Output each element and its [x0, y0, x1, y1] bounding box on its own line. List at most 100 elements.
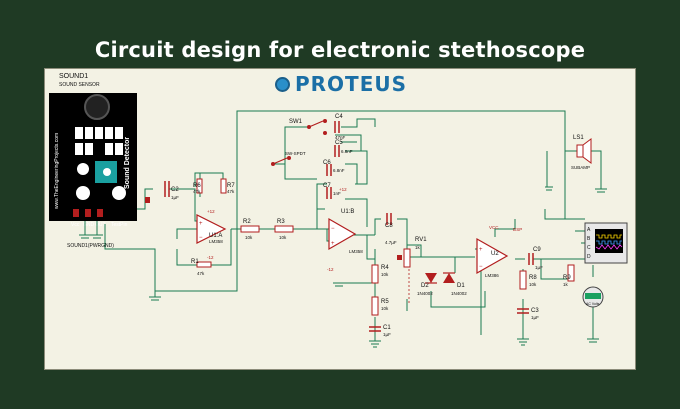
r6-ref: R6 — [193, 183, 201, 189]
oscilloscope[interactable] — [584, 222, 628, 264]
r1-ref: R1 — [191, 259, 199, 265]
u1b-opamp[interactable]: − + — [328, 217, 357, 251]
u1a-opamp[interactable]: + − — [196, 214, 227, 244]
c5-ref: C5 — [335, 140, 343, 146]
r6-val: 47k — [193, 189, 201, 194]
c6-ref: C6 — [323, 160, 331, 166]
c3-ref: C3 — [531, 308, 539, 314]
c4-capacitor[interactable] — [334, 121, 340, 133]
module-brand: www.TheEngineeringProjects.com — [54, 133, 60, 209]
d2-val: 1N4002 — [417, 291, 433, 296]
c8-ref: C8 — [385, 223, 393, 229]
ground-icon-c3 — [517, 338, 529, 346]
ground-icon-misc — [149, 186, 607, 343]
sound-module-subtitle: SOUND SENSOR — [59, 82, 100, 88]
u1a-neg-supply: -12 — [207, 255, 214, 260]
c1-ref: C1 — [383, 325, 391, 331]
module-pin-vcc: Vcc — [71, 222, 80, 228]
c4-val: 47nF — [335, 135, 346, 140]
u1b-ref: U1:B — [341, 209, 354, 215]
r8-resistor[interactable] — [519, 270, 527, 290]
scope-channel-a: A — [587, 227, 591, 233]
ground-icon-c1 — [369, 340, 381, 348]
sw1-ref: SW1 — [289, 119, 303, 125]
u2-ref: U2 — [491, 251, 499, 257]
wires — [104, 110, 602, 341]
schematic-canvas: www.TheEngineeringProjects.com Sound Det… — [49, 93, 628, 348]
c7-capacitor[interactable] — [326, 187, 332, 199]
r7-val: 47k — [227, 189, 235, 194]
c6-capacitor[interactable] — [326, 164, 332, 176]
ls1-speaker[interactable] — [576, 138, 592, 164]
c8-val: 4.7µF — [385, 240, 397, 245]
c2-ref: C2 — [171, 187, 179, 193]
r4-resistor[interactable] — [371, 264, 379, 284]
module-pin-out: OUT — [95, 222, 106, 228]
scope-channel-b: B — [587, 236, 591, 242]
d1-ref: D1 — [457, 283, 465, 289]
c1-capacitor[interactable] — [369, 326, 381, 332]
r9-val: 1k — [563, 282, 569, 287]
r3-resistor[interactable] — [274, 225, 294, 233]
r5-ref: R5 — [381, 299, 389, 305]
r6-resistor[interactable] — [196, 178, 203, 194]
rv1-val: 1k — [415, 245, 421, 250]
c6-val: 6.8nF — [333, 168, 345, 173]
u2-amplifier[interactable]: + − — [476, 237, 509, 275]
svg-text:−: − — [331, 226, 335, 232]
rv1-potentiometer[interactable] — [403, 248, 411, 268]
module-net-label: SOUND1(PWRGND) — [67, 243, 114, 249]
d2-ref: D2 — [421, 283, 429, 289]
vcc-label: VCC — [489, 225, 499, 230]
r3-val: 10k — [279, 235, 287, 240]
u1b-neg-supply: -12 — [327, 267, 334, 272]
svg-text:+: + — [479, 247, 483, 253]
scope-channel-d: D — [587, 254, 591, 260]
sound-module-name: SOUND1 — [59, 73, 89, 80]
module-ground-icon — [79, 221, 103, 239]
c3-capacitor[interactable] — [517, 308, 529, 314]
r4-ref: R4 — [381, 265, 389, 271]
ls1-val: SUBAMP — [571, 165, 590, 170]
r5-resistor[interactable] — [371, 296, 379, 316]
svg-text:−: − — [479, 264, 483, 270]
c7-val: 1nF — [333, 191, 341, 196]
r2-resistor[interactable] — [240, 225, 260, 233]
sw1-val: SW-SPDT — [285, 151, 306, 156]
d2-diode[interactable] — [425, 273, 437, 284]
c7-ref: C7 — [323, 183, 331, 189]
sound-module[interactable] — [49, 93, 137, 221]
ac-voltmeter[interactable] — [582, 286, 604, 308]
u2-val: LM386 — [485, 273, 499, 278]
probe-marker — [145, 197, 150, 203]
r9-resistor[interactable] — [567, 264, 575, 282]
ls1-ref: LS1 — [573, 135, 584, 141]
proteus-logo: PROTEUS — [275, 72, 407, 96]
r3-ref: R3 — [277, 219, 285, 225]
c9-ref: C9 — [533, 247, 541, 253]
ac-voltmeter-label: AC Volts — [586, 302, 600, 306]
c2-capacitor[interactable] — [164, 181, 170, 197]
d1-diode[interactable] — [443, 272, 455, 283]
c5-capacitor[interactable] — [334, 145, 340, 157]
sw1-switch[interactable] — [271, 119, 327, 166]
r8-ref: R8 — [529, 275, 537, 281]
module-board-title: Sound Detector — [124, 137, 131, 189]
r7-resistor[interactable] — [220, 178, 227, 194]
rv1-ref: RV1 — [415, 237, 427, 243]
c2-val: 1µF — [171, 195, 179, 200]
u1b-pos-supply: +12 — [339, 187, 347, 192]
module-test-pin: TestPin — [111, 222, 128, 228]
c9-capacitor[interactable] — [528, 253, 534, 265]
dsp-label: DSP — [513, 227, 522, 232]
c3-val: 1µF — [531, 315, 539, 320]
r2-ref: R2 — [243, 219, 251, 225]
u1a-pos-supply: +12 — [207, 209, 215, 214]
r1-resistor[interactable] — [196, 261, 212, 268]
svg-text:−: − — [199, 235, 203, 241]
u1a-ref: U1:A — [209, 233, 222, 239]
c8-capacitor[interactable] — [386, 213, 392, 225]
page-title: Circuit design for electronic stethoscop… — [94, 38, 586, 62]
svg-text:+: + — [331, 241, 335, 247]
module-pin-gnd: GND — [83, 222, 95, 228]
